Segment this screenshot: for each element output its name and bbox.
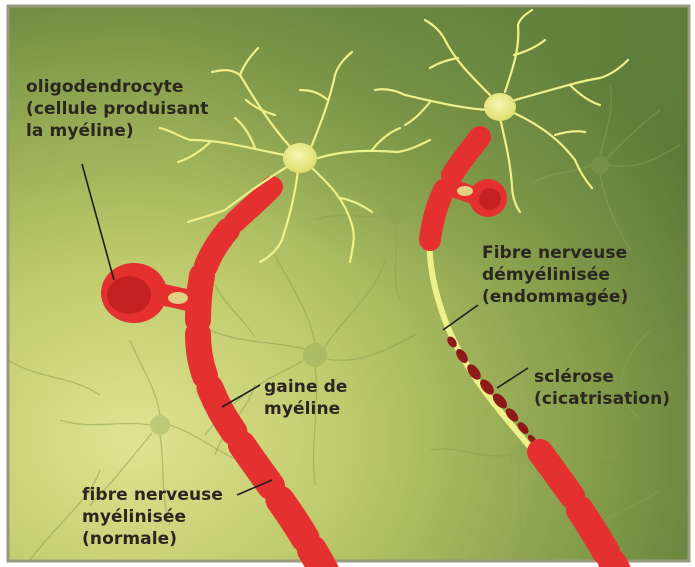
label-sclerose: sclérose (cicatrisation) — [534, 366, 670, 410]
cell-body-right — [484, 93, 516, 121]
label-gaine-de-myeline: gaine de myéline — [264, 376, 348, 420]
label-oligodendrocyte: oligodendrocyte (cellule produisant la m… — [26, 76, 208, 142]
label-fibre-demyelinisee: Fibre nerveuse démyélinisée (endommagée) — [482, 242, 628, 308]
label-fibre-myelinisee: fibre nerveuse myélinisée (normale) — [82, 484, 223, 550]
cell-body-left — [283, 143, 317, 173]
